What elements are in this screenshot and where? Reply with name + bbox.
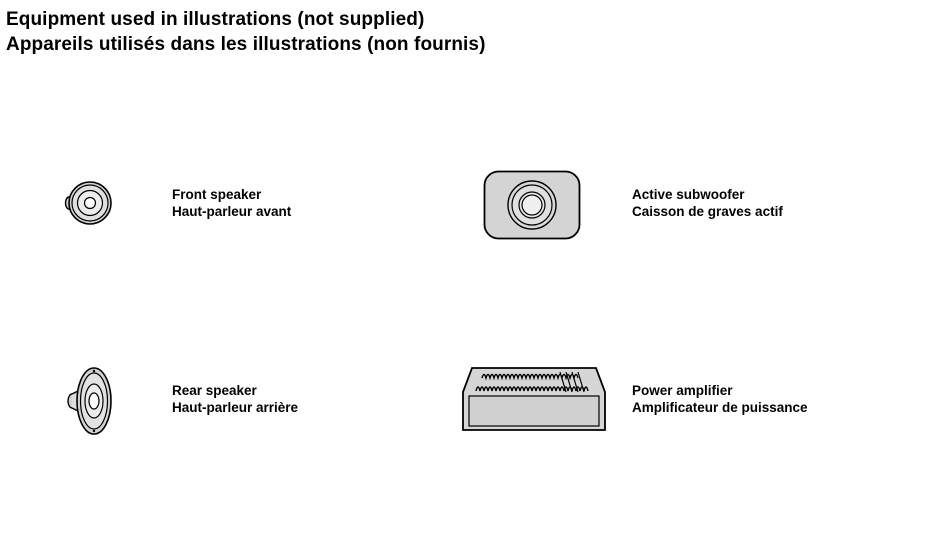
power-amplifier-icon [460, 364, 608, 434]
page-title-french: Appareils utilisés dans les illustration… [6, 34, 486, 55]
power-amplifier-label-french: Amplificateur de puissance [632, 399, 808, 415]
rear-speaker-label-french: Haut-parleur arrière [172, 399, 299, 415]
front-speaker-icon [60, 178, 114, 228]
subwoofer-label-french: Caisson de graves actif [632, 203, 783, 219]
subwoofer-icon [482, 169, 582, 241]
page-title: Equipment used in illustrations (not sup… [6, 7, 486, 57]
subwoofer-label: Active subwoofer Caisson de graves actif [632, 187, 783, 220]
rear-speaker-label-english: Rear speaker [172, 383, 257, 398]
front-speaker-label: Front speaker Haut-parleur avant [172, 187, 291, 220]
power-amplifier-label-english: Power amplifier [632, 383, 733, 398]
rear-speaker-label: Rear speaker Haut-parleur arrière [172, 383, 298, 416]
subwoofer-label-english: Active subwoofer [632, 187, 745, 202]
front-speaker-label-english: Front speaker [172, 187, 262, 202]
front-speaker-label-french: Haut-parleur avant [172, 203, 292, 219]
page-title-english: Equipment used in illustrations (not sup… [6, 9, 425, 30]
rear-speaker-icon [64, 365, 114, 437]
power-amplifier-label: Power amplifier Amplificateur de puissan… [632, 383, 808, 416]
